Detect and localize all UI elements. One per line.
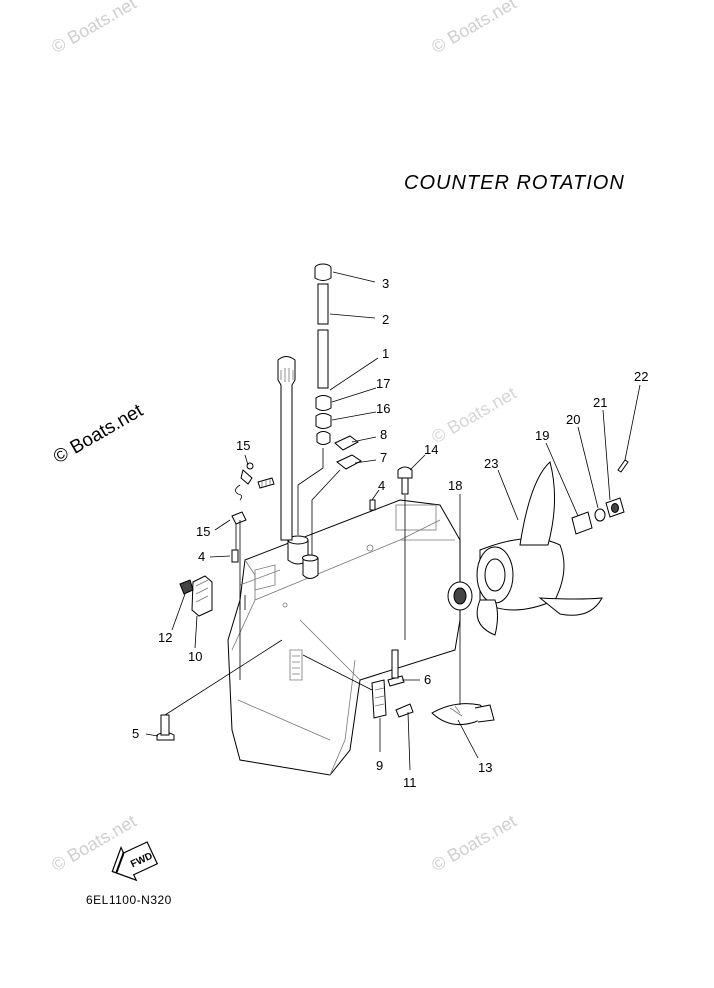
shift-rod-stack [297,263,362,555]
callout-23: 23 [484,456,498,471]
callout-13: 13 [478,760,492,775]
left-small-parts [179,462,275,617]
callout-2: 2 [382,312,389,327]
leader-lines [145,271,641,771]
callout-20: 20 [566,412,580,427]
callout-5: 5 [132,726,139,741]
callout-15-lower: 15 [196,524,210,539]
part-number: 6EL1100-N320 [86,893,172,907]
callout-15-upper: 15 [236,438,250,453]
bolts-and-anodes [156,466,495,741]
callout-14: 14 [424,442,438,457]
propeller-assembly [447,459,629,636]
diagram-title: COUNTER ROTATION [404,172,625,194]
callout-19: 19 [535,428,549,443]
callout-1: 1 [382,346,389,361]
drive-shaft [277,356,296,541]
callout-17: 17 [376,376,390,391]
callout-4-center: 4 [378,478,385,493]
callout-21: 21 [593,395,607,410]
callout-4-left: 4 [198,549,205,564]
callout-18: 18 [448,478,462,493]
callout-labels: 3 2 1 17 16 8 7 14 4 15 15 4 12 10 6 5 9… [132,276,648,790]
callout-6: 6 [424,672,431,687]
callout-11: 11 [403,775,417,790]
callout-10: 10 [188,649,202,664]
callout-3: 3 [382,276,389,291]
callout-7: 7 [380,450,387,465]
callout-8: 8 [380,427,387,442]
callout-16: 16 [376,401,390,416]
callout-9: 9 [376,758,383,773]
callout-12: 12 [158,630,172,645]
callout-22: 22 [634,369,648,384]
lower-casing [227,499,461,776]
fwd-arrow-icon: FWD [111,841,159,882]
